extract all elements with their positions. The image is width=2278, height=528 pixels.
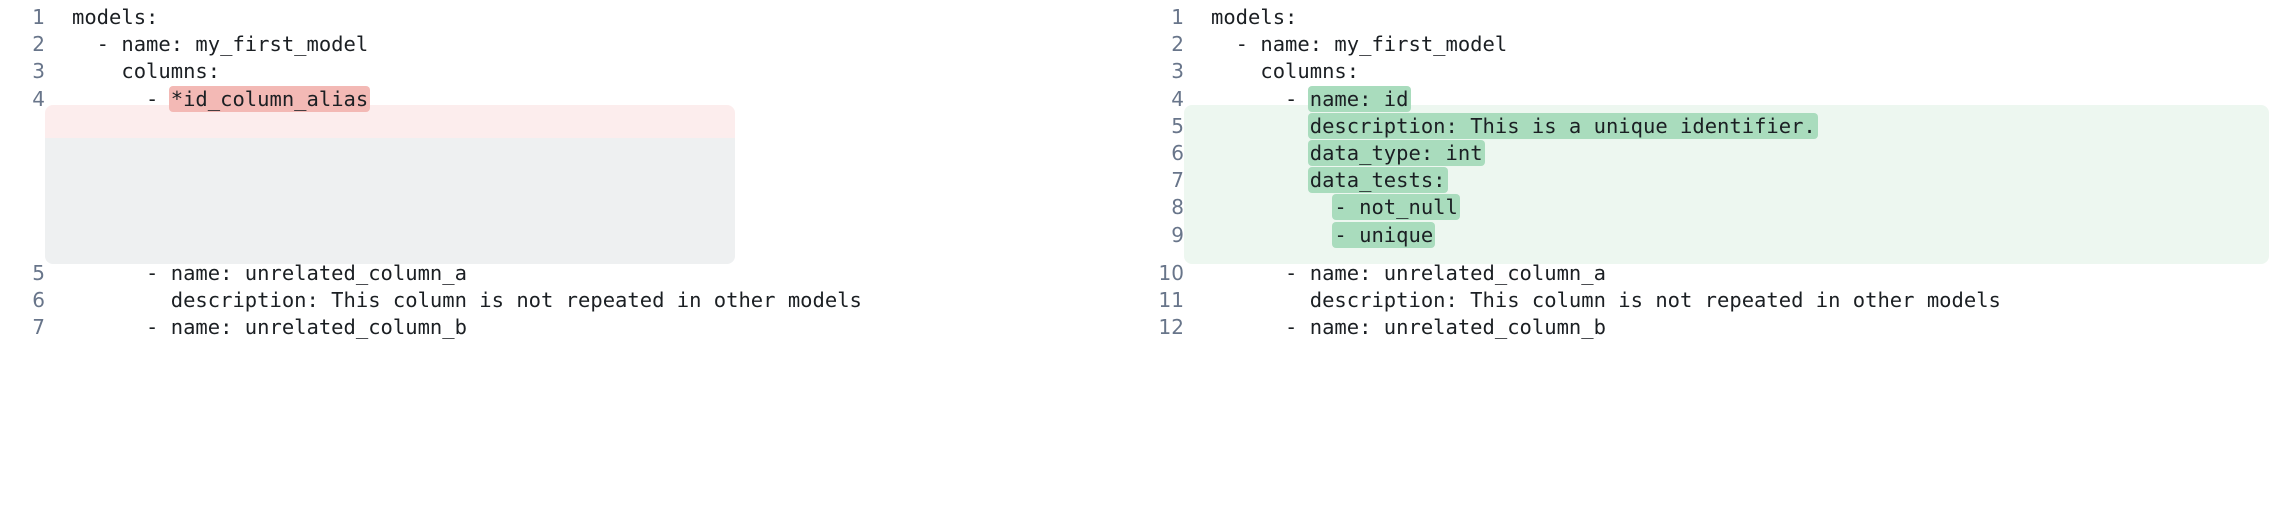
code-line[interactable]: 11 description: This column is not repea… xyxy=(1139,287,2278,314)
line-number: 5 xyxy=(1171,113,1184,138)
line-prefix xyxy=(1211,195,1334,219)
line-number: 10 xyxy=(1158,260,1184,285)
code-line[interactable]: 3 columns: xyxy=(0,58,1139,85)
line-number: 7 xyxy=(1171,168,1184,193)
diff-pane-before[interactable]: 1 models: 2 - name: my_first_model 3 col… xyxy=(0,0,1139,528)
line-content: - name: unrelated_column_a xyxy=(1211,260,1606,285)
line-number: 9 xyxy=(1171,222,1184,247)
diff-filler-block xyxy=(45,138,735,264)
line-number: 6 xyxy=(1171,140,1184,165)
line-prefix xyxy=(1211,141,1310,165)
diff-pane-after[interactable]: 1 models: 2 - name: my_first_model 3 col… xyxy=(1139,0,2278,528)
filler-line xyxy=(0,222,1139,249)
line-content: - not_null xyxy=(1184,194,2278,221)
code-line[interactable]: 2 - name: my_first_model xyxy=(0,31,1139,58)
line-content: columns: xyxy=(72,59,221,84)
code-line[interactable]: 7 - name: unrelated_column_b xyxy=(0,314,1139,341)
code-line[interactable]: 1 models: xyxy=(0,4,1139,31)
added-word-highlight: data_type: int xyxy=(1307,139,1485,166)
line-content: - name: unrelated_column_b xyxy=(1211,315,1606,340)
line-content: - name: id xyxy=(1184,85,2278,113)
line-number: 1 xyxy=(32,5,45,29)
line-content: - name: my_first_model xyxy=(1211,32,1508,57)
line-content: models: xyxy=(1211,5,1298,29)
line-content: description: This is a unique identifier… xyxy=(1184,112,2278,140)
code-line-added[interactable]: 5 description: This is a unique identifi… xyxy=(1139,112,2278,140)
line-number: 4 xyxy=(1171,86,1184,111)
line-content: columns: xyxy=(1211,59,1360,84)
line-content: description: This column is not repeated… xyxy=(1211,287,2001,312)
filler-line xyxy=(0,194,1139,221)
line-number: 7 xyxy=(32,315,45,340)
line-number: 8 xyxy=(1171,195,1184,220)
line-number: 3 xyxy=(1171,59,1184,84)
code-line-added[interactable]: 4 - name: id xyxy=(1139,85,2278,113)
code-line[interactable]: 10 - name: unrelated_column_a xyxy=(1139,260,2278,287)
line-number: 6 xyxy=(32,287,45,312)
added-word-highlight: - not_null xyxy=(1332,194,1460,221)
line-prefix xyxy=(1211,168,1310,192)
line-content: - *id_column_alias xyxy=(45,85,1139,113)
line-number: 2 xyxy=(1171,32,1184,57)
line-number: 1 xyxy=(1171,5,1184,29)
line-content: description: This column is not repeated… xyxy=(72,287,862,312)
added-word-highlight: name: id xyxy=(1307,85,1411,112)
filler-line xyxy=(0,113,1139,140)
code-line[interactable]: 1 models: xyxy=(1139,4,2278,31)
line-content: data_tests: xyxy=(1184,167,2278,194)
line-number: 2 xyxy=(32,32,45,57)
code-line[interactable]: 3 columns: xyxy=(1139,58,2278,85)
code-line-deleted[interactable]: 4 - *id_column_alias xyxy=(0,85,1139,113)
line-content: models: xyxy=(72,5,159,29)
line-prefix xyxy=(1211,223,1334,247)
line-content: - name: my_first_model xyxy=(72,32,369,57)
before-line-list: 1 models: 2 - name: my_first_model 3 col… xyxy=(0,0,1139,341)
deleted-line-block xyxy=(45,105,735,138)
line-number: 12 xyxy=(1158,315,1184,340)
code-line[interactable]: 5 - name: unrelated_column_a xyxy=(0,260,1139,287)
code-line-added[interactable]: 6 data_type: int xyxy=(1139,139,2278,167)
line-prefix: - xyxy=(1211,86,1310,111)
code-line[interactable]: 2 - name: my_first_model xyxy=(1139,31,2278,58)
line-prefix xyxy=(1211,114,1310,138)
code-line[interactable]: 6 description: This column is not repeat… xyxy=(0,287,1139,314)
after-line-list: 1 models: 2 - name: my_first_model 3 col… xyxy=(1139,0,2278,341)
code-line[interactable]: 12 - name: unrelated_column_b xyxy=(1139,314,2278,341)
deleted-word-highlight: *id_column_alias xyxy=(168,85,371,112)
added-word-highlight: description: This is a unique identifier… xyxy=(1307,112,1818,139)
line-number: 11 xyxy=(1158,287,1184,312)
line-prefix: - xyxy=(72,86,171,111)
line-number: 4 xyxy=(32,86,45,111)
line-number: 5 xyxy=(32,260,45,285)
line-content: data_type: int xyxy=(1184,139,2278,167)
line-content: - name: unrelated_column_a xyxy=(72,260,467,285)
filler-line xyxy=(0,167,1139,194)
line-content: - unique xyxy=(1184,221,2278,249)
line-number: 3 xyxy=(32,59,45,84)
added-word-highlight: - unique xyxy=(1332,221,1436,248)
line-content: - name: unrelated_column_b xyxy=(72,315,467,340)
code-line-added[interactable]: 7 data_tests: xyxy=(1139,167,2278,194)
added-word-highlight: data_tests: xyxy=(1307,167,1448,194)
filler-line xyxy=(0,140,1139,167)
code-line-added[interactable]: 9 - unique xyxy=(1139,221,2278,249)
code-line-added[interactable]: 8 - not_null xyxy=(1139,194,2278,221)
